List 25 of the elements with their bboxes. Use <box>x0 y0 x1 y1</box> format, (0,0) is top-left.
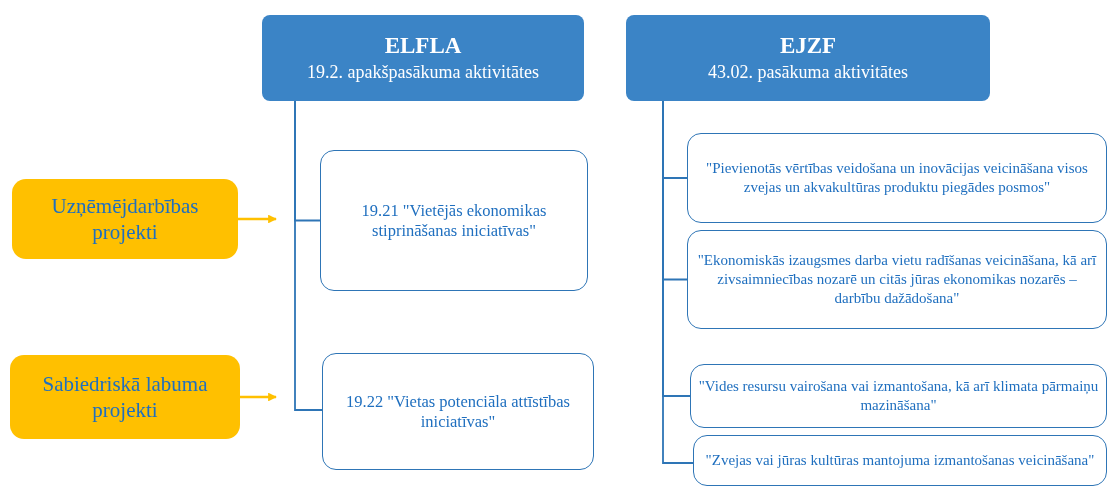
box-text: "Ekonomiskās izaugsmes darba vietu radīšanas veicināšana, kā arī zivsaimniecības nozarē un citās jūras ekonomikas nozarēs – darbību dažādošana" <box>696 251 1098 308</box>
fund-title: ELFLA <box>384 32 462 60</box>
activity-box <box>320 150 588 291</box>
arrow <box>240 392 277 402</box>
box-text: 19.22 "Vietas potenciāla attīstības iniciatīvas" <box>345 391 571 432</box>
fund-subtitle: 19.2. apakšpasākuma aktivitātes <box>307 61 539 84</box>
fund-header-box <box>262 15 584 101</box>
fund-title: EJZF <box>779 32 837 60</box>
project-type-box <box>10 355 240 439</box>
box-text: "Pievienotās vērtības veidošana un inovācijas veicināšana visos zvejas un akvakultūras produktu piegādes posmos" <box>705 159 1089 197</box>
activity-box <box>322 353 594 470</box>
activity-box <box>687 230 1107 329</box>
fund-subtitle: 43.02. pasākuma aktivitātes <box>708 61 908 84</box>
box-text: Uzņēmējdarbības projekti <box>50 193 200 245</box>
box-text: "Vides resursu vairošana vai izmantošana, kā arī klimata pārmaiņu mazināšana" <box>697 377 1100 415</box>
fund-header-box <box>626 15 990 101</box>
box-text: "Zvejas vai jūras kultūras mantojuma izmantošanas veicināšana" <box>705 451 1095 470</box>
activity-box <box>687 133 1107 223</box>
box-text: Sabiedriskā labuma projekti <box>41 371 209 423</box>
arrow <box>238 214 277 224</box>
connector-line <box>294 100 323 411</box>
project-type-box <box>12 179 238 259</box>
box-text: 19.21 "Vietējās ekonomikas stiprināšanas iniciatīvas" <box>360 200 548 241</box>
activity-box <box>690 364 1107 428</box>
activity-box <box>693 435 1107 486</box>
